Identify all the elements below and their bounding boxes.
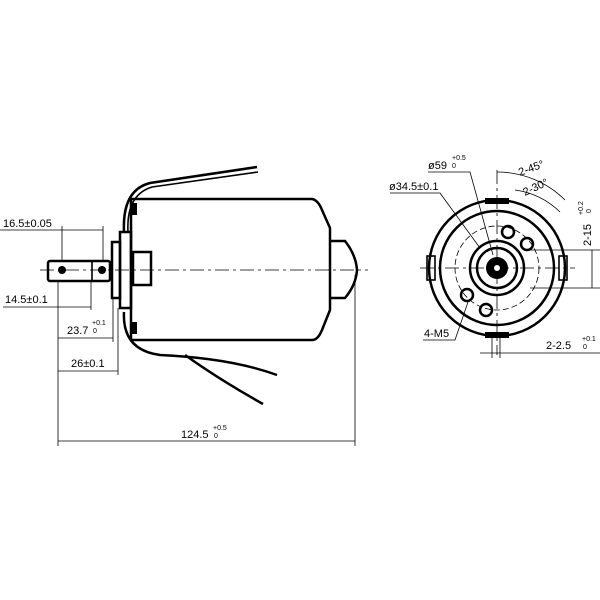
leader xyxy=(390,192,481,249)
tab-hole xyxy=(98,266,106,274)
tol-lower: 0 xyxy=(214,433,218,440)
tol-lower: 0 xyxy=(583,344,587,351)
dim-holes: 4-M5 xyxy=(424,328,449,340)
tol-lower: 0 xyxy=(452,163,456,170)
tol-upper: +0.1 xyxy=(582,336,596,343)
brush-holder xyxy=(131,250,153,287)
boss xyxy=(468,239,526,297)
hole xyxy=(500,224,516,240)
dim-slot-width: 2-15 xyxy=(582,224,594,246)
wire-bottom-1 xyxy=(122,311,278,377)
shaft-center xyxy=(494,265,500,271)
hole xyxy=(459,287,475,303)
angle-arc-45 xyxy=(496,171,566,201)
wire-top xyxy=(122,165,258,233)
angle-arc-30 xyxy=(514,189,561,213)
wire-bottom-2 xyxy=(184,353,264,406)
bearing xyxy=(475,246,519,290)
inner-ring xyxy=(438,209,556,327)
tol-upper: +0.1 xyxy=(92,320,106,327)
slot-right xyxy=(558,255,568,281)
tol-lower: 0 xyxy=(586,209,593,213)
dim-shaft-to-body: 26±0.1 xyxy=(71,358,105,370)
dim-angle-45: 2-45° xyxy=(517,159,546,179)
bearing-boss xyxy=(330,239,359,300)
body-clip xyxy=(130,203,137,215)
tol-upper: +0.5 xyxy=(213,425,227,432)
dim-overall-length: 124.5 xyxy=(181,429,209,441)
bolt-circle xyxy=(454,225,540,311)
mounting-holes xyxy=(459,224,535,318)
dim-boss-diameter: ø34.5±0.1 xyxy=(389,181,438,193)
slot-left xyxy=(426,255,436,281)
front-view: ø59 +0.5 0 ø34.5±0.1 2-45° 2-30° 2-15 +0… xyxy=(389,155,600,358)
wire-top-2 xyxy=(127,171,259,233)
tol-upper: +0.5 xyxy=(452,155,466,162)
dim-tab-length: 14.5±0.1 xyxy=(5,294,48,306)
slot-bottom xyxy=(485,332,509,338)
side-view: 16.5±0.05 14.5±0.1 23.7 +0.1 0 26±0.1 12… xyxy=(0,165,368,446)
dim-flange-distance: 23.7 xyxy=(67,325,88,337)
tol-upper: +0.2 xyxy=(578,201,585,215)
leader xyxy=(428,171,494,256)
hole xyxy=(478,302,494,318)
dim-slot-depth: 2-2.5 xyxy=(546,340,571,352)
shaft-tab xyxy=(46,259,112,283)
body-clip xyxy=(130,322,137,334)
hole xyxy=(519,236,535,252)
dim-outer-diameter: ø59 xyxy=(428,160,447,172)
leader xyxy=(423,301,469,341)
tab-hole xyxy=(58,266,66,274)
motor-body xyxy=(129,197,332,342)
tol-lower: 0 xyxy=(93,328,97,335)
slot-top xyxy=(485,198,509,204)
dim-tab-hole-spacing: 16.5±0.05 xyxy=(3,218,52,230)
